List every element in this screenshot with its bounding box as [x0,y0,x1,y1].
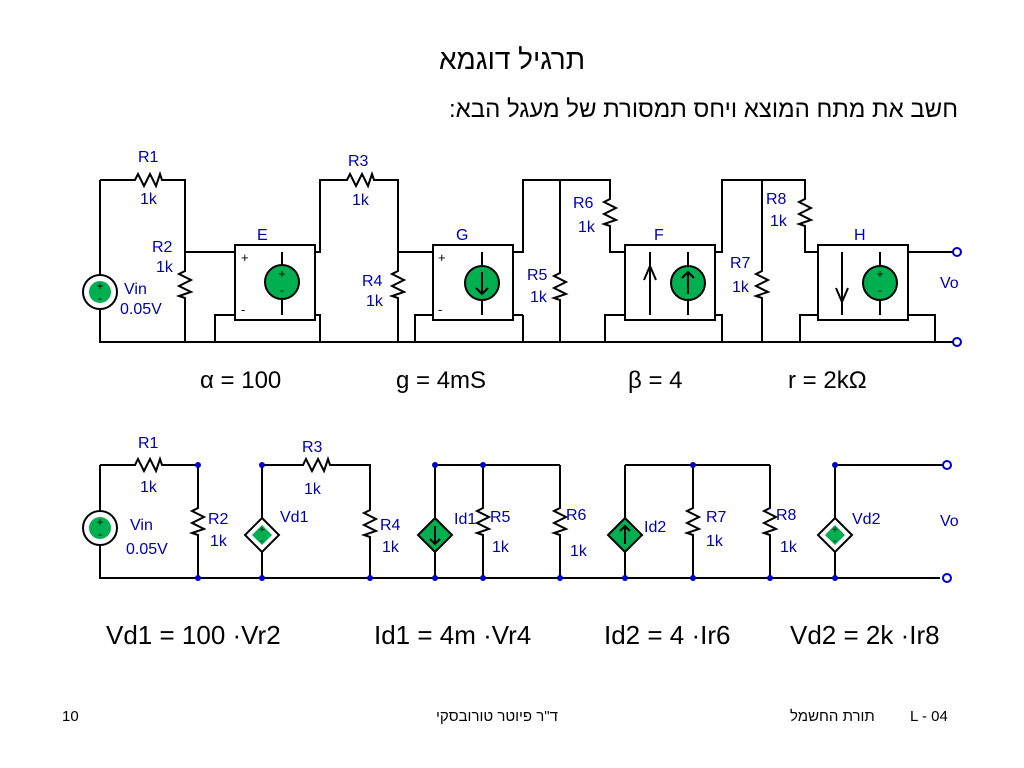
c1-block-g: G [456,227,468,244]
c2-r6-value: 1k [570,543,588,560]
c2-r8-name: R8 [776,507,797,524]
c2-vd1-label: Vd1 [280,509,309,526]
c1-r6-value: 1k [578,219,596,236]
equation-id1: Id1 = 4m ·Vr4 [374,620,532,650]
c2-r8-value: 1k [780,539,798,556]
slide-subtitle: חשב את מתח המוצא ויחס תמסורת של מעגל הבא… [448,96,958,123]
param-g: g = 4mS [396,367,486,394]
svg-text:+: + [876,267,883,281]
c1-output-label: Vo [940,275,959,292]
c1-r5-name: R5 [527,267,548,284]
slide-title: תרגיל דוגמא [438,44,586,75]
c1-vin-name: Vin [124,281,147,298]
c1-r6-name: R6 [573,195,594,212]
c2-r4-name: R4 [380,517,401,534]
c2-r5-name: R5 [490,509,511,526]
c1-r7-name: R7 [730,255,751,272]
page-number: 10 [62,708,79,725]
c1-r7-value: 1k [732,279,750,296]
c1-r4-name: R4 [362,273,383,290]
c2-id2-label: Id2 [644,519,666,536]
c2-r3-name: R3 [302,439,323,456]
c1-r8-name: R8 [766,191,787,208]
c2-r7-value: 1k [706,533,724,550]
c1-vin-value: 0.05V [120,301,162,318]
c2-r2-value: 1k [210,533,228,550]
c2-vin-name: Vin [130,517,153,534]
c2-r5-value: 1k [492,539,510,556]
c1-r3-value: 1k [352,192,370,209]
c1-r1-value: 1k [140,191,158,208]
c1-r5-value: 1k [530,289,548,306]
lecture-id: L - 04 [910,708,948,725]
c1-block-f: F [654,227,664,244]
svg-text:+: + [438,250,446,265]
c2-r3-value: 1k [304,481,322,498]
c2-id1-label: Id1 [454,511,476,528]
course-name: תורת החשמל [790,708,875,725]
equation-id2: Id2 = 4 ·Ir6 [604,620,731,650]
c2-vin-value: 0.05V [126,541,168,558]
equation-vd2: Vd2 = 2k ·Ir8 [790,620,940,650]
c1-r8-value: 1k [770,213,788,230]
param-alpha: α = 100 [200,367,281,394]
c2-output-label: Vo [940,513,959,530]
c1-r2-name: R2 [152,239,173,256]
c1-r3-name: R3 [348,153,369,170]
svg-text:-: - [280,283,284,297]
c1-block-e: E [257,227,268,244]
svg-text:-: - [438,302,442,317]
c2-vd2-label: Vd2 [852,511,881,528]
equation-vd1: Vd1 = 100 ·Vr2 [106,620,281,650]
c1-r1-name: R1 [138,149,159,166]
c2-r1-name: R1 [138,435,159,452]
c2-r2-name: R2 [208,511,229,528]
c2-r7-name: R7 [706,509,727,526]
svg-text:-: - [878,283,882,297]
svg-text:-: - [241,302,245,317]
c2-r4-value: 1k [382,539,400,556]
c1-r4-value: 1k [366,293,384,310]
svg-text:+: + [278,267,285,281]
c2-r6-name: R6 [566,507,587,524]
param-beta: β = 4 [628,367,683,394]
c2-r1-value: 1k [140,479,158,496]
c1-block-h: H [854,227,866,244]
param-r: r = 2kΩ [788,367,867,394]
svg-text:+: + [241,250,249,265]
c1-r2-value: 1k [156,259,174,276]
author-name: ד"ר פיוטר טורובסקי [436,708,558,725]
